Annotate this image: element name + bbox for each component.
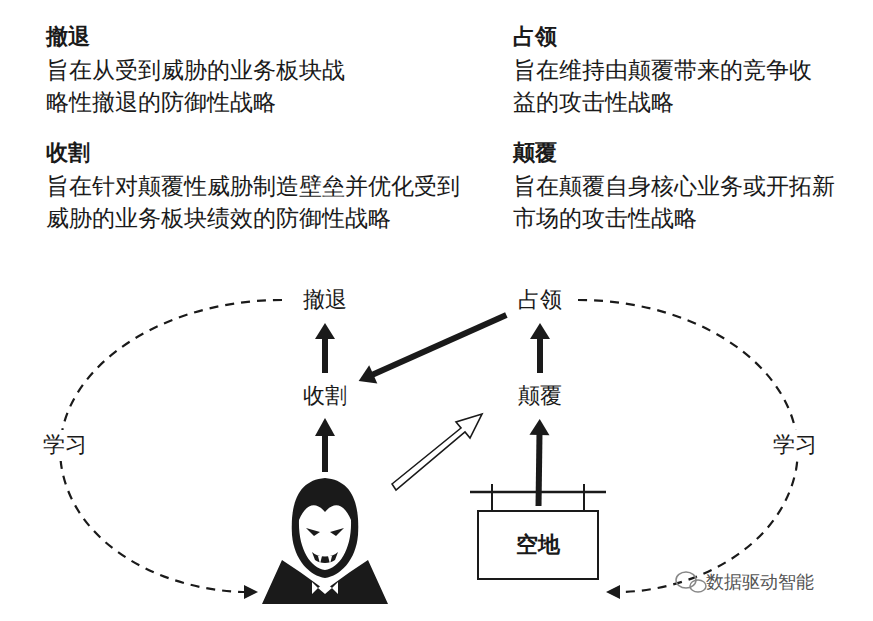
stage-label: 收割 <box>295 377 355 415</box>
arrow-head <box>606 585 620 599</box>
node-text: 撤退 <box>303 285 347 315</box>
loop-label: 学习 <box>770 430 820 461</box>
learning-loop <box>578 300 798 592</box>
strategy-heading: 撤退 <box>46 22 246 53</box>
strategy-description: 旨在针对颠覆性威胁制造壁垒并优化受到威胁的业务板块绩效的防御性战略 <box>46 170 466 234</box>
watermark: 数据驱动智能 <box>706 569 814 594</box>
stage-label: 占领 <box>510 281 570 319</box>
flow-arrow <box>315 323 335 373</box>
arrow-line <box>370 315 507 376</box>
sign-bar <box>470 491 606 494</box>
flow-arrow <box>359 315 507 384</box>
stage-label: 颠覆 <box>510 377 570 415</box>
strategy-heading: 占领 <box>513 22 713 53</box>
flow-arrow <box>530 323 550 373</box>
arrow-head <box>529 419 549 435</box>
sign-hanger <box>583 484 585 510</box>
strategy-description: 旨在颠覆自身核心业务或开拓新市场的攻击性战略 <box>513 170 843 234</box>
arrow-head <box>244 585 258 599</box>
arrow-line <box>322 335 328 373</box>
arrow-head <box>530 323 550 339</box>
watermark-icon <box>676 572 706 592</box>
strategy-description: 旨在从受到威胁的业务板块战略性撤退的防御性战略 <box>46 54 366 118</box>
arrow-line <box>322 432 328 472</box>
node-text: 收割 <box>303 381 347 411</box>
strategy-heading: 收割 <box>46 138 246 169</box>
strategy-description: 旨在维持由颠覆带来的竞争收益的攻击性战略 <box>513 54 833 118</box>
arrow-line <box>539 431 540 506</box>
learning-loop <box>60 300 282 592</box>
vampire-figure <box>262 478 388 604</box>
vacant-lot-sign: 空地 <box>477 510 599 580</box>
stage-label: 撤退 <box>295 281 355 319</box>
arrow-head <box>359 365 378 383</box>
hollow-arrow <box>392 414 482 490</box>
arrow-head <box>315 418 335 436</box>
strategy-heading: 颠覆 <box>513 138 713 169</box>
arrow-head <box>315 323 335 339</box>
node-text: 空地 <box>516 530 560 560</box>
loop-label: 学习 <box>40 430 90 461</box>
node-text: 颠覆 <box>518 381 562 411</box>
node-text: 占领 <box>518 285 562 315</box>
arrow-line <box>537 335 543 373</box>
sign-hanger <box>491 484 493 510</box>
